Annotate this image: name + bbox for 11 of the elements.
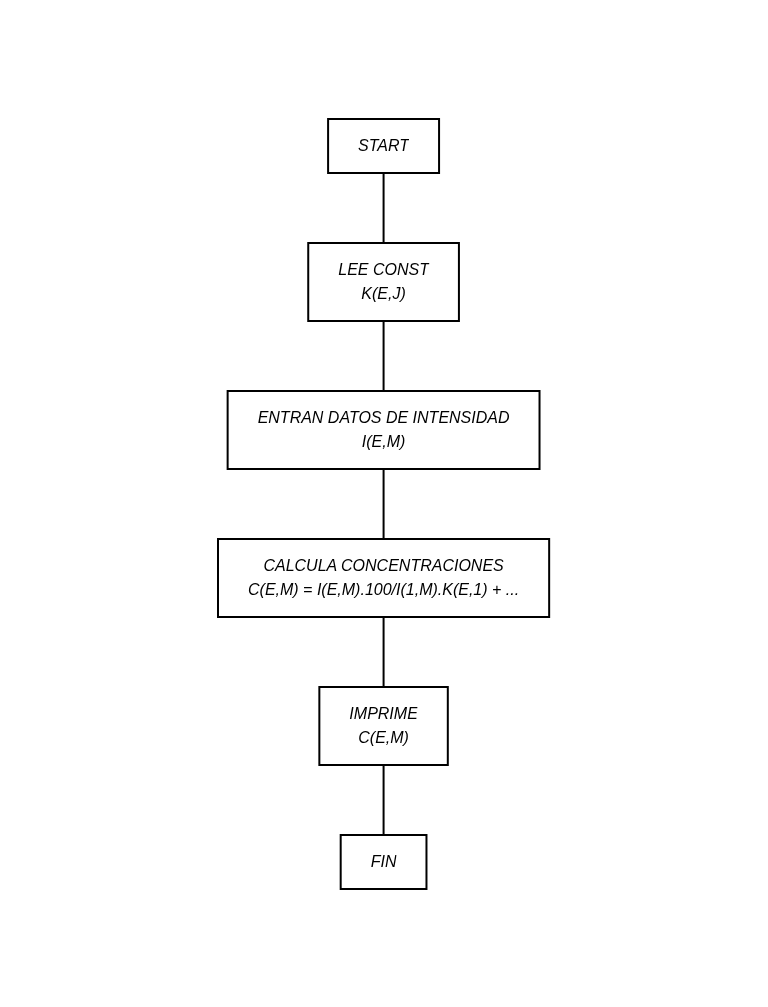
- connector: [383, 615, 385, 688]
- node-box: START: [327, 117, 441, 174]
- node-box: ENTRAN DATOS DE INTENSIDAD I(E,M): [227, 389, 541, 470]
- connector: [383, 171, 385, 244]
- node-box: LEE CONST K(E,J): [307, 241, 461, 322]
- connector: [383, 319, 385, 392]
- connector: [383, 467, 385, 540]
- connector: [383, 763, 385, 836]
- node-box: FIN: [340, 833, 428, 890]
- node-box: IMPRIME C(E,M): [318, 685, 450, 766]
- node-box: CALCULA CONCENTRACIONES C(E,M) = I(E,M).100/I(1,M).K(E,1) + ...: [217, 537, 551, 618]
